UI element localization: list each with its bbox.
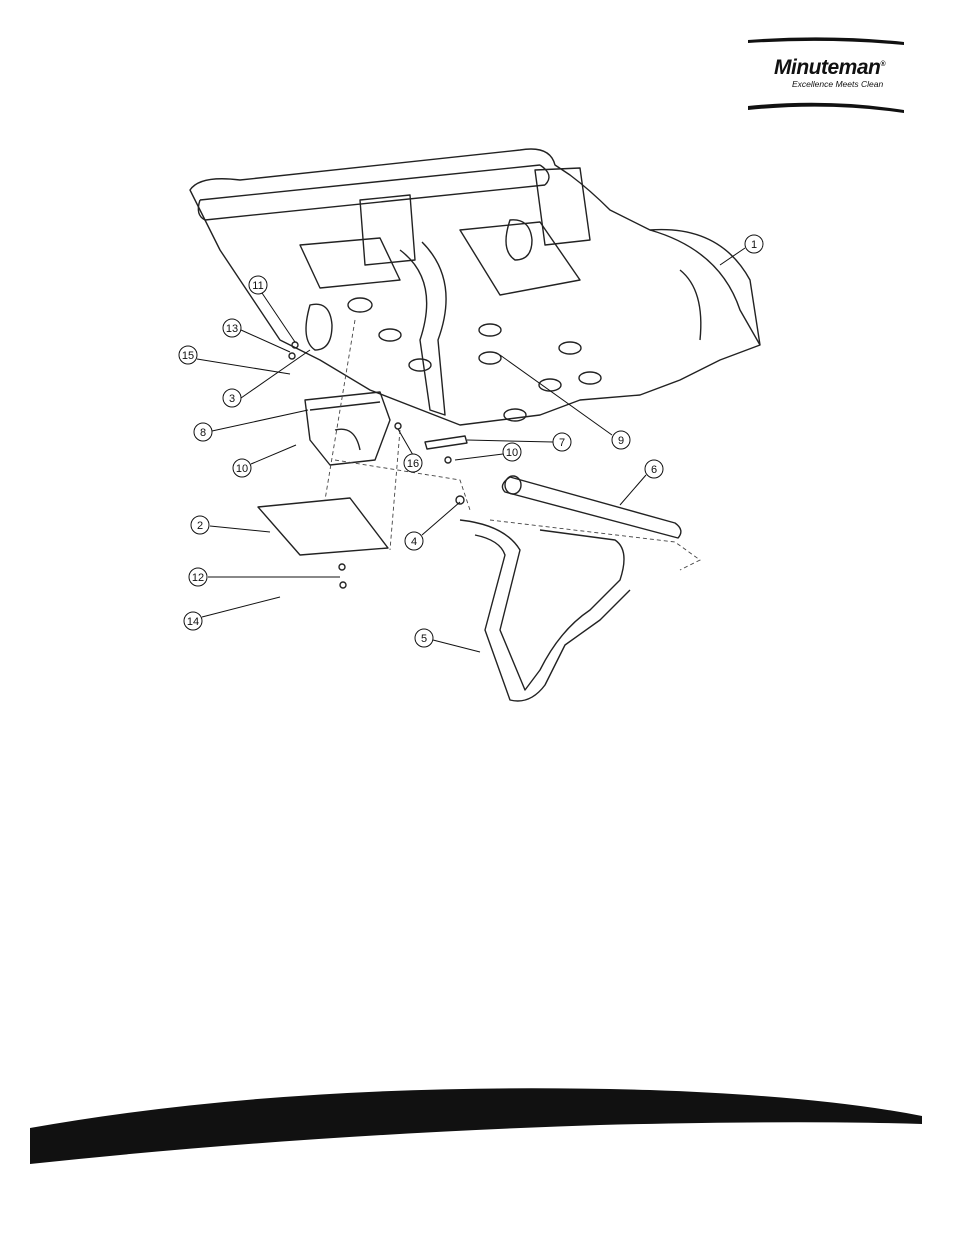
callout-16: 16 [397, 428, 423, 473]
svg-text:10: 10 [506, 447, 518, 459]
callout-10b: 10 [454, 442, 522, 462]
exploded-parts-diagram: 1 2 3 4 5 6 7 8 9 10 10 11 12 13 14 15 1… [178, 148, 764, 702]
callout-3: 3 [222, 349, 311, 408]
brand-name: Minuteman® [774, 56, 886, 79]
callout-13: 13 [222, 318, 291, 353]
callout-5: 5 [414, 628, 481, 653]
logo-swooshes [748, 37, 904, 113]
brand-tagline: Excellence Meets Clean [792, 79, 884, 89]
callout-7: 7 [466, 432, 572, 452]
svg-text:5: 5 [421, 633, 427, 645]
svg-text:13: 13 [226, 323, 238, 335]
callout-12: 12 [188, 567, 340, 587]
svg-text:3: 3 [229, 393, 235, 405]
svg-text:6: 6 [651, 464, 657, 476]
svg-text:7: 7 [559, 437, 565, 449]
brand-logo: Minuteman® Excellence Meets Clean [748, 34, 908, 114]
callout-8: 8 [193, 409, 309, 442]
callout-14: 14 [183, 596, 281, 631]
callout-4: 4 [404, 501, 461, 551]
svg-text:2: 2 [197, 520, 203, 532]
callout-11: 11 [248, 275, 296, 343]
svg-text:14: 14 [187, 616, 199, 628]
callout-9: 9 [499, 354, 631, 450]
callout-10a: 10 [232, 444, 297, 478]
svg-text:1: 1 [751, 239, 757, 251]
svg-text:8: 8 [200, 427, 206, 439]
callout-1: 1 [719, 234, 764, 266]
callouts: 1 2 3 4 5 6 7 8 9 10 10 11 12 13 14 15 1… [178, 234, 764, 653]
svg-text:10: 10 [236, 463, 248, 475]
svg-text:11: 11 [252, 280, 263, 292]
svg-text:15: 15 [182, 350, 194, 362]
callout-2: 2 [190, 515, 271, 535]
svg-text:9: 9 [618, 435, 624, 447]
svg-text:4: 4 [411, 536, 417, 548]
footer-swoosh [30, 1088, 922, 1164]
svg-text:12: 12 [192, 572, 204, 584]
base-frame [189, 148, 761, 426]
callout-15: 15 [178, 345, 291, 375]
svg-text:16: 16 [407, 458, 419, 470]
callout-6: 6 [619, 459, 664, 506]
